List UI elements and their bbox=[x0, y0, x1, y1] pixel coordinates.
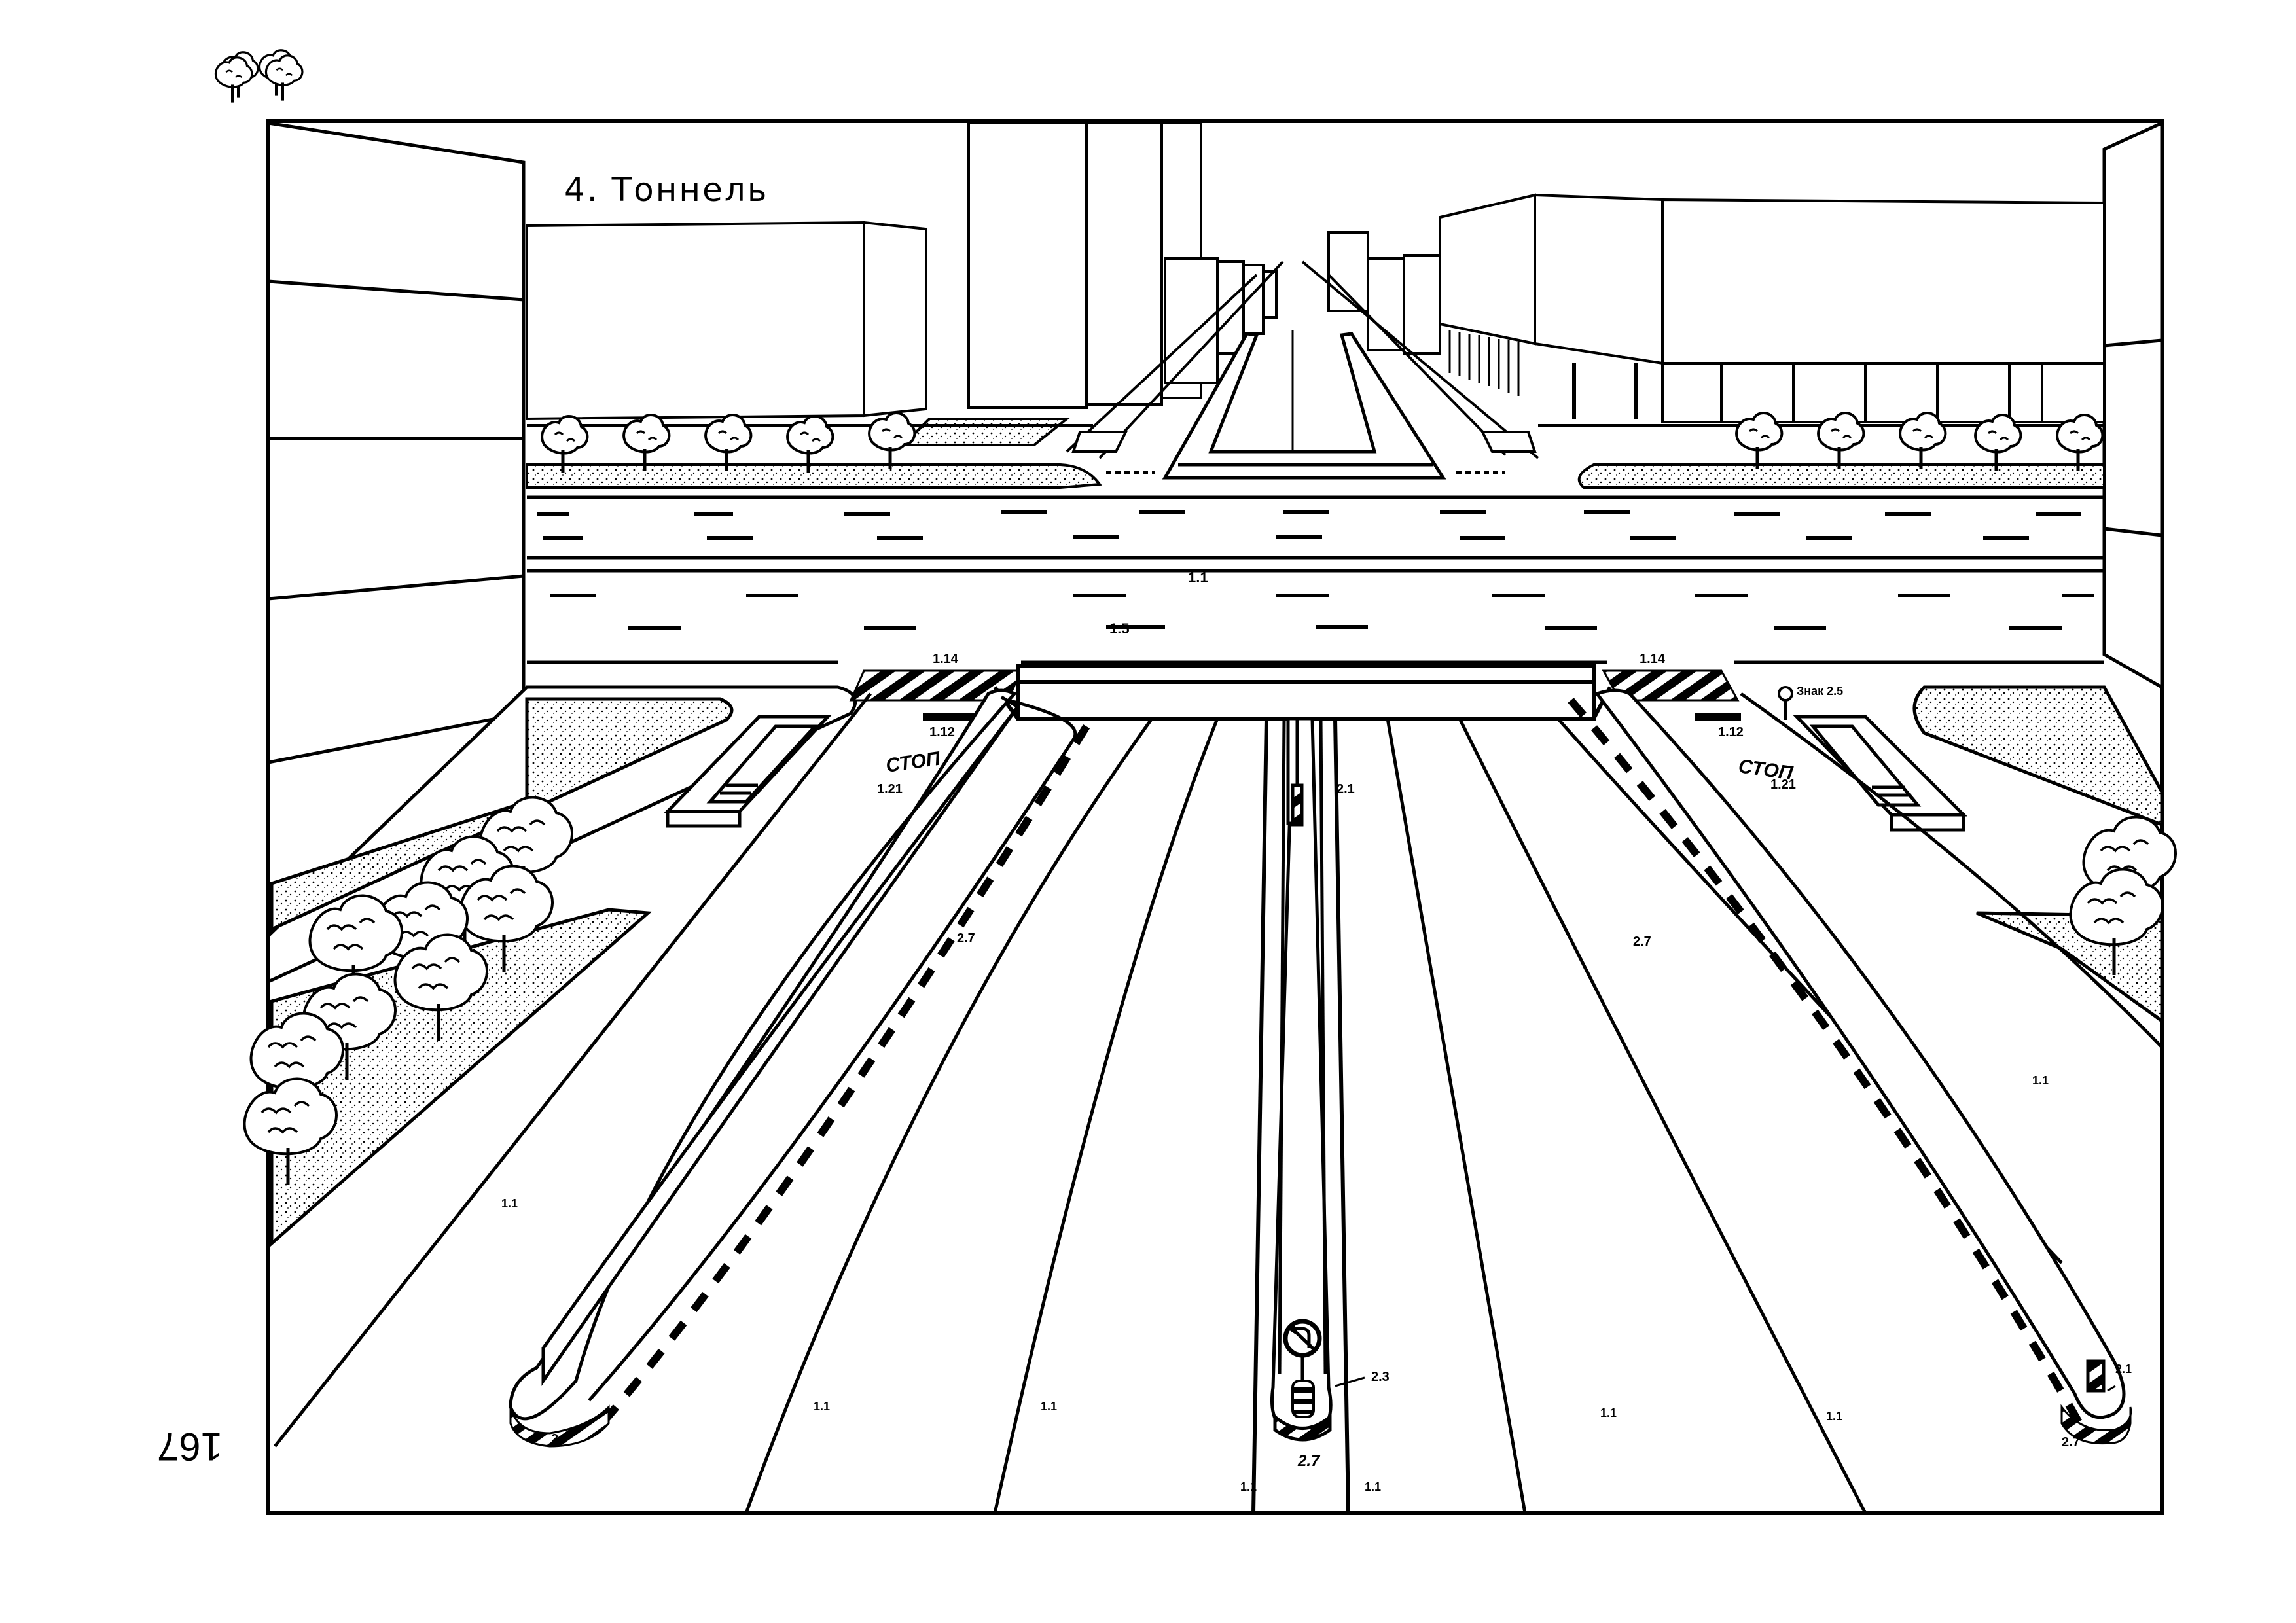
label-1-12-right: 1.12 bbox=[1718, 725, 1744, 740]
background-buildings bbox=[526, 122, 2106, 423]
page-title: 4. Тоннель bbox=[564, 171, 768, 209]
right-pedestrian-underpass bbox=[1793, 715, 1968, 832]
label-1-1-bottom-f: 1.1 bbox=[1826, 1410, 1842, 1423]
label-2-3: 2.3 bbox=[1371, 1370, 1390, 1384]
distant-tunnel-portal bbox=[1162, 332, 1446, 480]
label-2-7-center: 2.7 bbox=[1297, 1452, 1321, 1470]
left-island-end-stripes bbox=[509, 1404, 610, 1448]
right-island-end-stripes bbox=[2060, 1404, 2132, 1445]
tree-row-avenue-distance bbox=[215, 50, 302, 103]
label-1-1-bottom-d: 1.1 bbox=[1365, 1480, 1381, 1493]
roadway-edges bbox=[274, 692, 2163, 1514]
striped-bollard-icon bbox=[1291, 1380, 1315, 1418]
cross-street bbox=[527, 495, 2104, 664]
distant-underpass-stairs bbox=[1071, 431, 1537, 453]
central-divider bbox=[1270, 717, 1333, 1442]
sign-post-icon bbox=[1778, 686, 1793, 720]
label-2-7-left-mid: 2.7 bbox=[957, 931, 975, 946]
label-1-1-left: 1.1 bbox=[501, 1197, 518, 1210]
label-sign-2-5: Знак 2.5 bbox=[1797, 685, 1843, 698]
label-1-1-bottom-c: 1.1 bbox=[1240, 1480, 1257, 1493]
label-1-1-bottom-b: 1.1 bbox=[1041, 1400, 1057, 1413]
left-pedestrian-underpass bbox=[664, 715, 832, 828]
label-1-14-right: 1.14 bbox=[1640, 652, 1666, 666]
lane-dashes-lower bbox=[550, 594, 2094, 630]
label-1-21-right: 1.21 bbox=[1770, 777, 1796, 792]
left-guard-island bbox=[509, 688, 1090, 1426]
label-1-1-bottom-e: 1.1 bbox=[1600, 1406, 1617, 1419]
label-1-21-left: 1.21 bbox=[877, 782, 903, 796]
tunnel-portal bbox=[993, 664, 1612, 721]
central-divider-edges bbox=[1251, 718, 1350, 1514]
building-vertical-fins bbox=[1448, 330, 1520, 396]
label-1-1-center: 1.1 bbox=[1188, 569, 1208, 586]
label-2-1-center: 2.1 bbox=[1336, 782, 1355, 796]
right-guard-island bbox=[1568, 688, 2126, 1429]
distant-avenue bbox=[1066, 260, 1539, 459]
label-1-14-left: 1.14 bbox=[933, 652, 959, 666]
label-2-1-right: 2.1 bbox=[2115, 1363, 2132, 1376]
label-1-5: 1.5 bbox=[1109, 620, 1130, 637]
label-2-7-right-mid: 2.7 bbox=[1633, 935, 1651, 949]
marking-labels: 1.1 1.5 1.14 1.14 1.12 1.12 СТОП СТОП 1.… bbox=[501, 569, 2132, 1493]
label-1-12-left: 1.12 bbox=[929, 725, 955, 740]
lane-dashes-upper bbox=[537, 510, 2081, 540]
label-2-7-right-end: 2.7 bbox=[2062, 1435, 2080, 1450]
no-left-turn-sign-icon bbox=[1283, 1319, 1322, 1381]
label-1-1-bottom-a: 1.1 bbox=[814, 1400, 830, 1413]
page-number: 167 bbox=[156, 1425, 223, 1469]
right-tall-building bbox=[2102, 120, 2164, 690]
label-1-1-right: 1.1 bbox=[2032, 1074, 2049, 1087]
leader-lines bbox=[1335, 1376, 2116, 1392]
label-2-7-left-end: 2.7 bbox=[551, 1432, 569, 1446]
